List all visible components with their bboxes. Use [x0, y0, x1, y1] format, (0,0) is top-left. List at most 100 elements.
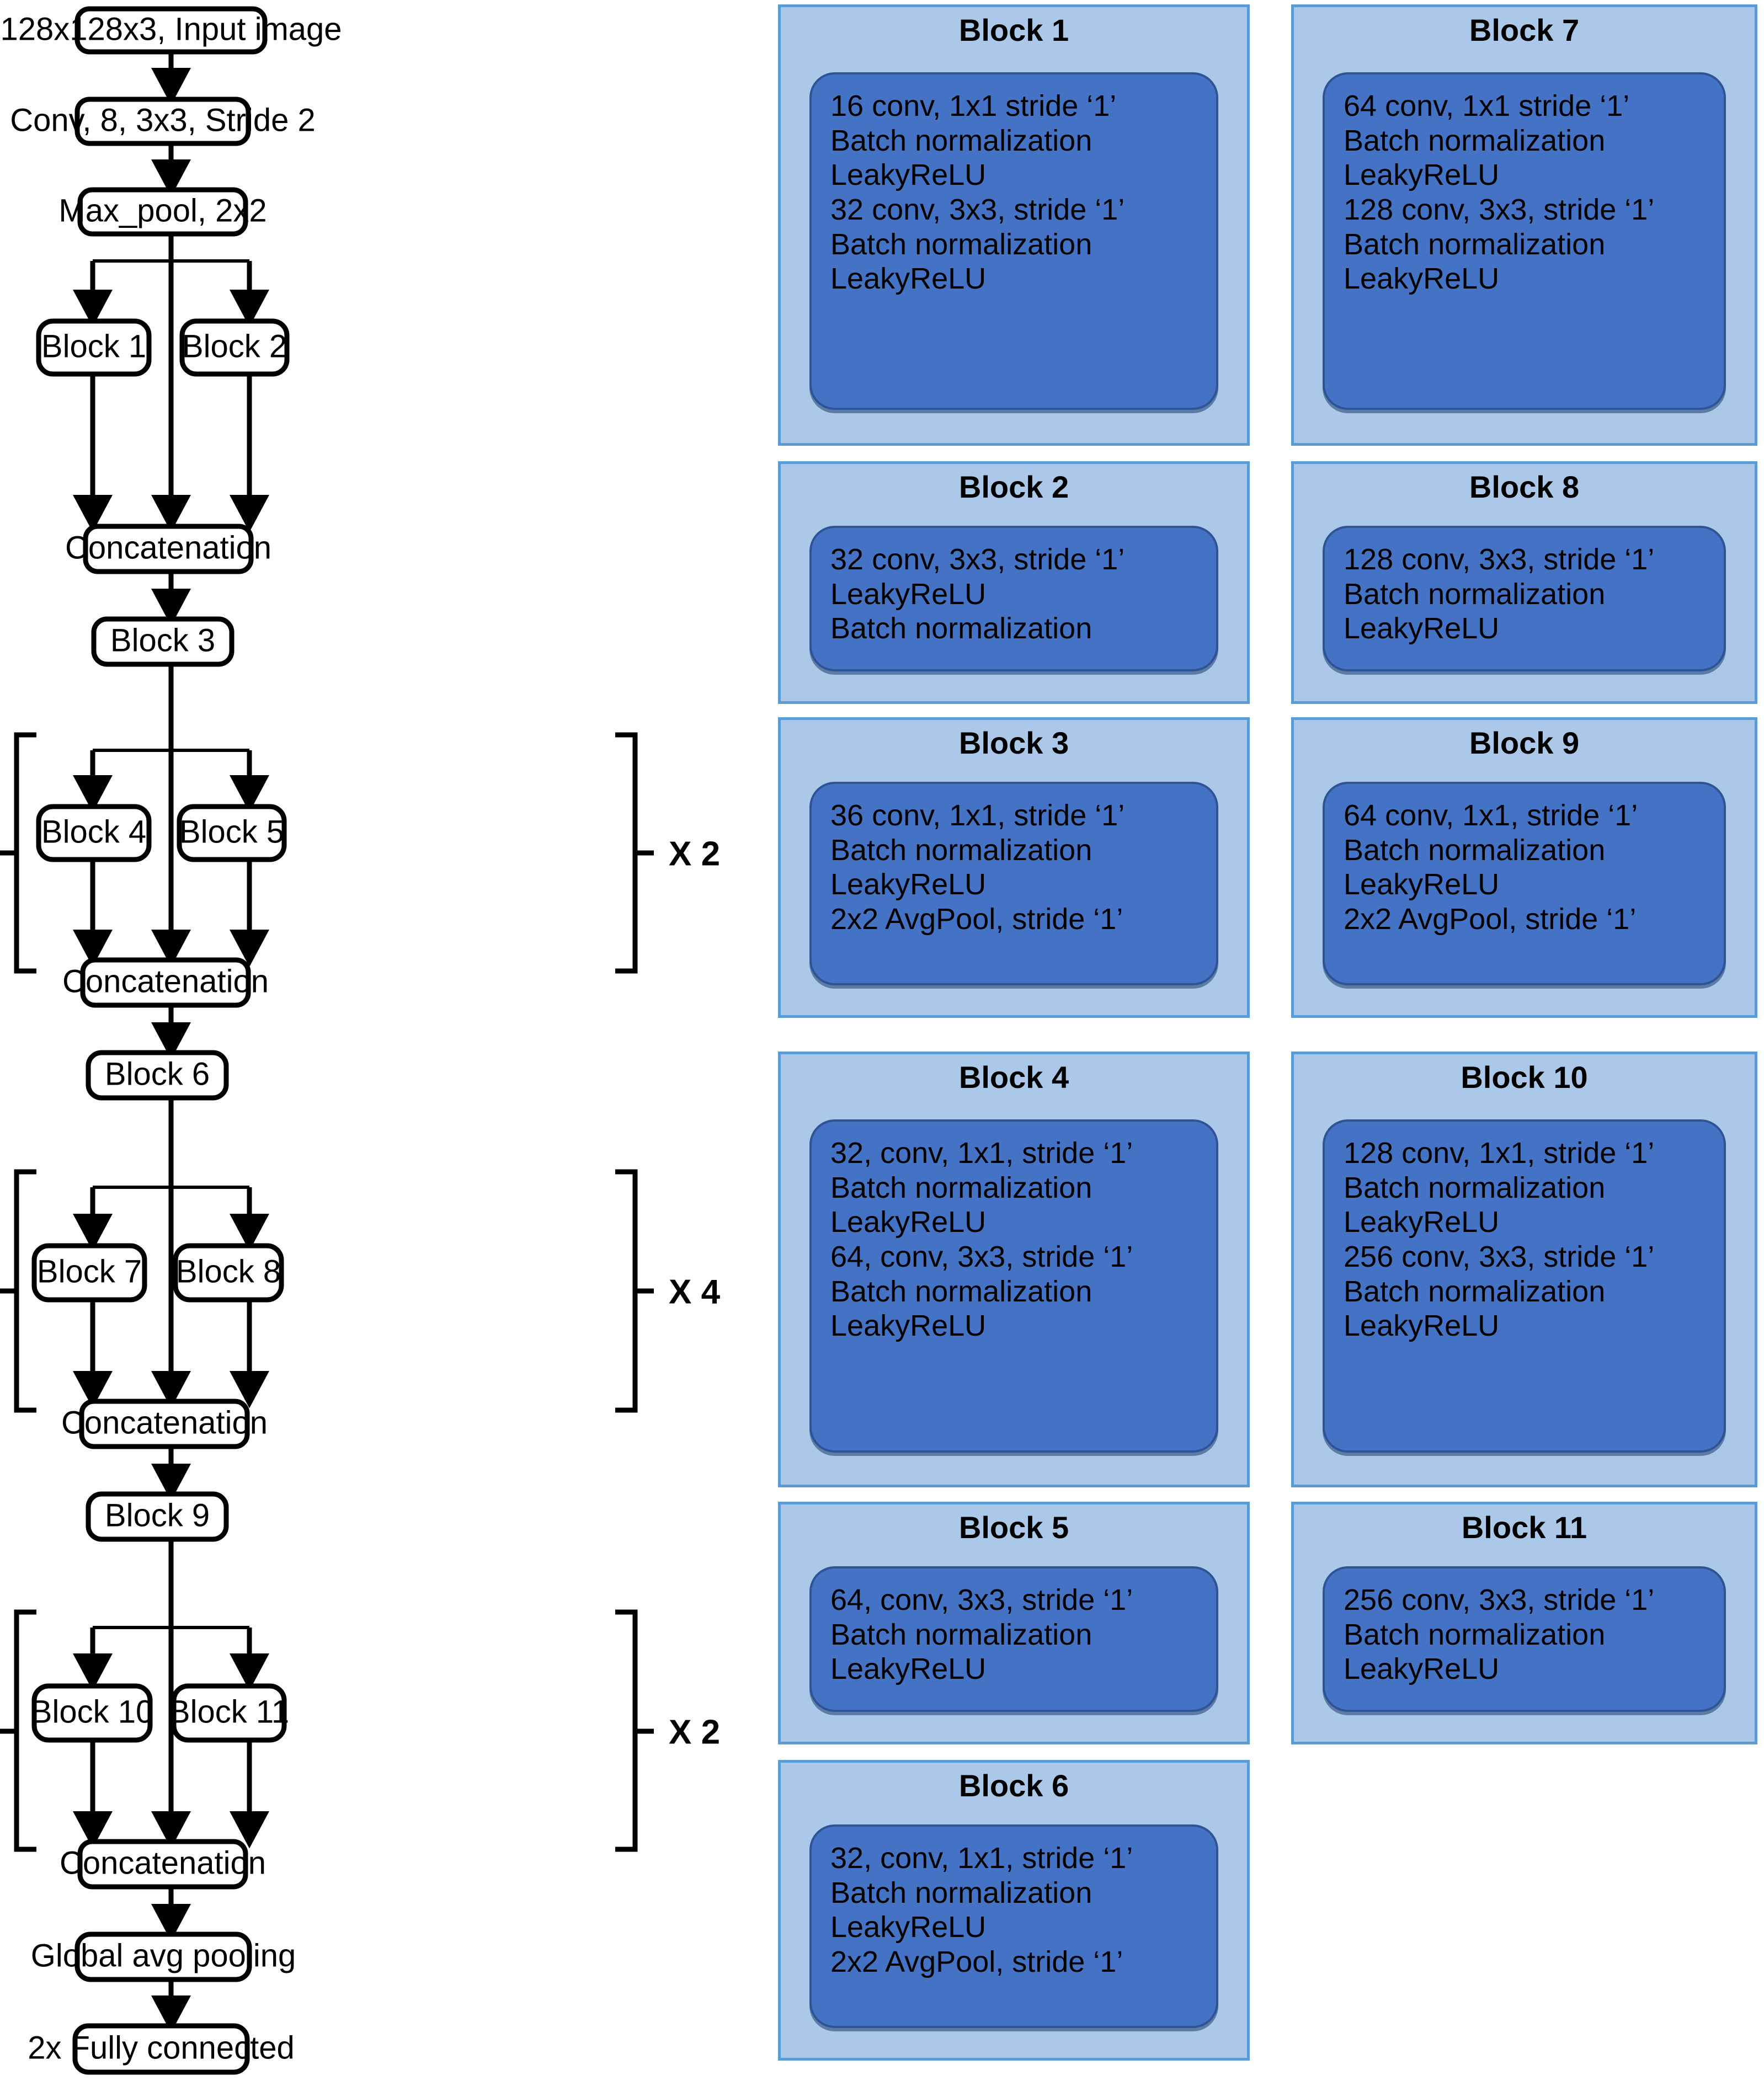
block-layer-line: 128 conv, 3x3, stride ‘1’ — [1344, 193, 1655, 226]
block-layer-line: 64, conv, 3x3, stride ‘1’ — [830, 1240, 1133, 1273]
block-layer-line: 32 conv, 3x3, stride ‘1’ — [830, 543, 1125, 576]
node-block-11[interactable]: Block 11 — [169, 1683, 289, 1743]
block-layer-line: 2x2 AvgPool, stride ‘1’ — [830, 902, 1123, 936]
block-layer-line: LeakyReLU — [830, 868, 987, 901]
repeat-bracket-x2-second: X 2 — [0, 1609, 720, 1852]
block-layer-line: Batch normalization — [830, 1274, 1092, 1308]
block-layer-line: 128 conv, 1x1, stride ‘1’ — [1344, 1136, 1655, 1170]
block-title: Block 10 — [1461, 1060, 1588, 1095]
block-card-block-5: 64, conv, 3x3, stride ‘1’Batch normaliza… — [809, 1566, 1218, 1712]
block-card-block-1: 16 conv, 1x1 stride ‘1’Batch normalizati… — [809, 72, 1218, 410]
block-layer-line: LeakyReLU — [830, 1911, 987, 1944]
block-layer-line: LeakyReLU — [830, 262, 987, 296]
repeat-label-x2-second: X 2 — [669, 1713, 720, 1751]
node-block-4[interactable]: Block 4 — [36, 804, 152, 862]
block-card-block-3: 36 conv, 1x1, stride ‘1’Batch normalizat… — [809, 782, 1218, 985]
block-layer-line: Batch normalization — [1344, 227, 1606, 261]
block-layer-line: LeakyReLU — [830, 1205, 987, 1239]
block-layer-line: LeakyReLU — [1344, 262, 1500, 296]
node-label: Block 3 — [110, 622, 215, 658]
node-block-1[interactable]: Block 1 — [36, 318, 152, 377]
node-label: Block 7 — [37, 1253, 142, 1289]
block-layer-line: LeakyReLU — [1344, 158, 1500, 192]
node-label: Block 8 — [176, 1253, 281, 1289]
block-layer-line: 64, conv, 3x3, stride ‘1’ — [830, 1583, 1133, 1616]
block-layer-line: Batch normalization — [1344, 1618, 1606, 1651]
block-layer-line: Batch normalization — [830, 612, 1092, 645]
block-layer-line: 2x2 AvgPool, stride ‘1’ — [1344, 902, 1637, 936]
block-layer-line: LeakyReLU — [1344, 1652, 1500, 1686]
block-title: Block 11 — [1461, 1510, 1587, 1545]
node-label: Max_pool, 2x2 — [58, 193, 267, 228]
block-layer-line: 256 conv, 3x3, stride ‘1’ — [1344, 1583, 1655, 1616]
block-layer-line: Batch normalization — [830, 833, 1092, 867]
block-layer-line: LeakyReLU — [1344, 868, 1500, 901]
block-title: Block 5 — [958, 1510, 1069, 1545]
node-input-image[interactable]: 128x128x3, Input image — [0, 6, 342, 55]
block-layer-line: 64 conv, 1x1 stride ‘1’ — [1344, 89, 1630, 122]
flow-connectors — [73, 51, 269, 2033]
block-layer-line: 36 conv, 1x1, stride ‘1’ — [830, 799, 1125, 832]
node-label: Concatenation — [61, 1405, 268, 1440]
node-label: Concatenation — [65, 530, 271, 565]
block-layer-line: LeakyReLU — [1344, 1309, 1500, 1343]
block-layer-line: LeakyReLU — [830, 1309, 987, 1343]
block-panel-block-11: Block 11 256 conv, 3x3, stride ‘1’Batch n… — [1291, 1502, 1757, 1744]
node-label: Global avg pooling — [31, 1938, 296, 1973]
node-block-9[interactable]: Block 9 — [86, 1491, 229, 1542]
block-title: Block 2 — [958, 469, 1069, 504]
node-label: Block 1 — [41, 328, 146, 364]
block-card-block-9: 64 conv, 1x1, stride ‘1’Batch normalizat… — [1323, 782, 1726, 985]
block-title: Block 4 — [958, 1060, 1069, 1095]
node-block-3[interactable]: Block 3 — [91, 616, 235, 667]
node-concatenation-3[interactable]: Concatenation — [61, 1399, 268, 1449]
node-concatenation-1[interactable]: Concatenation — [65, 524, 271, 574]
block-layer-line: Batch normalization — [830, 1876, 1092, 1909]
block-panel-block-10: Block 10 128 conv, 1x1, stride ‘1’ Batch n… — [1291, 1052, 1757, 1487]
node-block-6[interactable]: Block 6 — [86, 1050, 229, 1101]
node-concatenation-2[interactable]: Concatenation — [62, 957, 269, 1008]
block-card-block-11: 256 conv, 3x3, stride ‘1’Batch normaliza… — [1323, 1566, 1726, 1712]
block-layer-line: Batch normalization — [1344, 577, 1606, 611]
block-layer-line: Batch normalization — [830, 1618, 1092, 1651]
node-label: Block 10 — [31, 1694, 153, 1730]
block-title: Block 7 — [1469, 13, 1580, 47]
node-label: Block 11 — [169, 1694, 289, 1730]
node-label: Concatenation — [62, 963, 269, 999]
block-title: Block 1 — [958, 13, 1069, 47]
block-layer-line: 32 conv, 3x3, stride ‘1’ — [830, 193, 1125, 226]
block-title: Block 9 — [1469, 725, 1580, 760]
node-max-pool[interactable]: Max_pool, 2x2 — [58, 187, 267, 237]
node-label: 2x Fully connected — [28, 2030, 295, 2066]
node-label: Block 4 — [41, 814, 146, 850]
node-fully-connected[interactable]: 2x Fully connected — [28, 2023, 295, 2075]
block-layer-line: Batch normalization — [1344, 1274, 1606, 1308]
node-label: Conv, 8, 3x3, Stride 2 — [10, 102, 315, 138]
repeat-bracket-x4: X 4 — [0, 1169, 721, 1413]
block-layer-line: LeakyReLU — [830, 1652, 987, 1686]
node-block-10[interactable]: Block 10 — [31, 1683, 153, 1743]
node-block-5[interactable]: Block 5 — [177, 804, 287, 862]
node-concatenation-4[interactable]: Concatenation — [60, 1839, 266, 1890]
node-block-7[interactable]: Block 7 — [31, 1243, 147, 1303]
node-global-avg-pooling[interactable]: Global avg pooling — [31, 1931, 296, 1982]
node-block-8[interactable]: Block 8 — [173, 1243, 284, 1303]
block-layer-line: 256 conv, 3x3, stride ‘1’ — [1344, 1240, 1655, 1273]
block-layer-line: 2x2 AvgPool, stride ‘1’ — [830, 1945, 1123, 1978]
block-card-block-6: 32, conv, 1x1, stride ‘1’Batch normaliza… — [809, 1824, 1218, 2028]
node-label: Block 5 — [179, 814, 284, 850]
node-label: Block 2 — [182, 328, 287, 364]
node-conv-8-3x3-stride-2[interactable]: Conv, 8, 3x3, Stride 2 — [10, 97, 316, 146]
block-layer-line: LeakyReLU — [830, 158, 987, 192]
node-label: 128x128x3, Input image — [0, 11, 342, 47]
node-block-2[interactable]: Block 2 — [179, 318, 290, 377]
repeat-bracket-x2-first: X 2 — [0, 732, 720, 974]
block-layer-line: 128 conv, 3x3, stride ‘1’ — [1344, 543, 1655, 576]
block-layer-line: 16 conv, 1x1 stride ‘1’ — [830, 89, 1117, 122]
block-panel-block-1: Block 1 16 conv, 1x1 stride ‘1’Batch norm… — [778, 4, 1250, 446]
node-label: Block 9 — [105, 1497, 210, 1533]
